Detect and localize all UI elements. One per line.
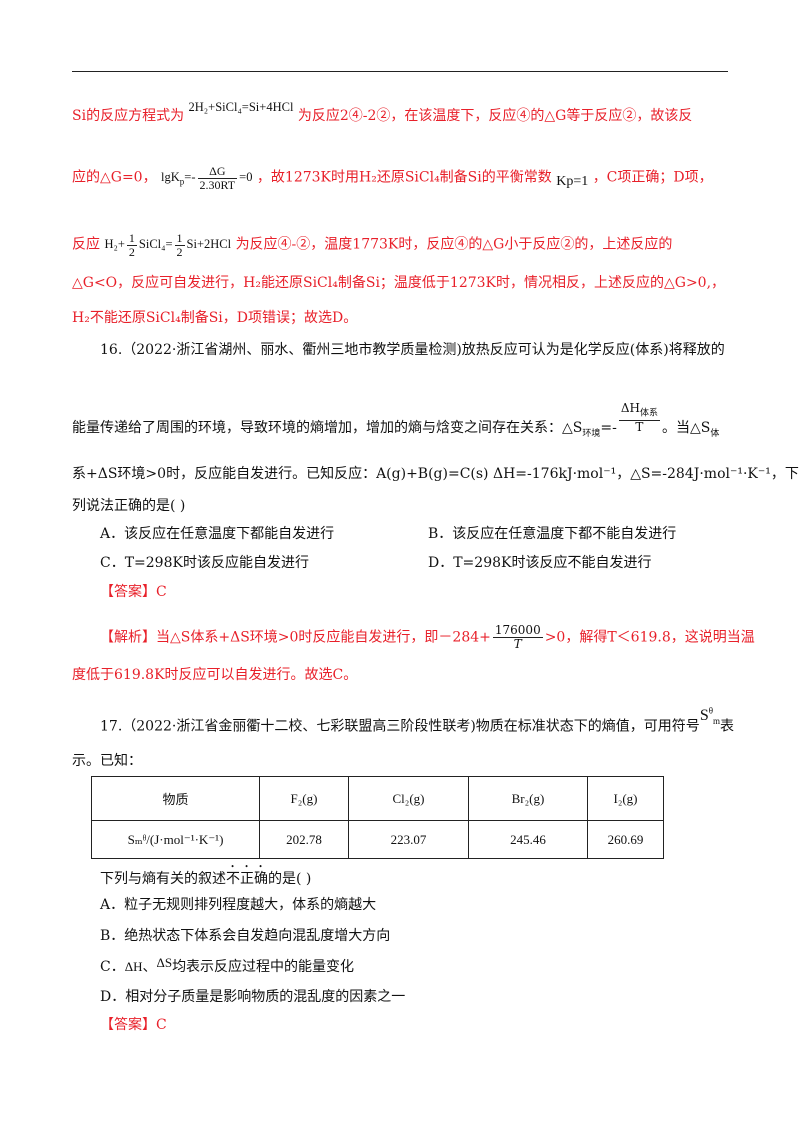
text: ，C项正确；D项， (592, 169, 713, 186)
q17-option-b: B．绝热状态下体系会自发趋向混乱度增大方向 (100, 928, 391, 944)
q16-option-b: B．该反应在任意温度下都不能自发进行 (428, 526, 677, 542)
q16-stem-line-4: 列说法正确的是( ) (72, 498, 186, 514)
table-header-cell: Br₂(g) (468, 776, 588, 821)
table-row: Sₘᶿ/(J·mol⁻¹·K⁻¹) 202.78 223.07 245.46 2… (91, 820, 664, 859)
q16-option-d: D．T=298K时该反应不能自发进行 (428, 555, 652, 571)
text: 应的△G=0， (72, 169, 157, 186)
q16-option-a: A．该反应在任意温度下都能自发进行 (100, 526, 335, 542)
table-cell: 245.46 (468, 820, 588, 859)
table-header-cell: F₂(g) (259, 776, 349, 821)
q17-stem-line-3: 下列与熵有关的叙述不正确的是( ) (100, 871, 312, 887)
table-cell: 202.78 (259, 820, 349, 859)
table-row-label: Sₘᶿ/(J·mol⁻¹·K⁻¹) (91, 820, 260, 859)
solution-line-1: Si的反应方程式为 2H₂+SiCl₄=Si+4HCl 为反应2④-2②，在该温… (72, 100, 693, 126)
kp-value: Kp=1 (556, 174, 589, 190)
q17-option-d: D．相对分子质量是影响物质的混乱度的因素之一 (100, 989, 406, 1005)
q16-stem-line-3: 系+ΔS环境>0时，反应能自发进行。已知反应：A(g)+B(g)=C(s) ΔH… (72, 466, 799, 482)
text: Si的反应方程式为 (72, 108, 185, 124)
text: 反应 (72, 236, 100, 253)
text: 为反应2④-2②，在该温度下，反应④的△G等于反应②，故该反 (297, 108, 693, 124)
table-cell: 223.07 (348, 820, 469, 859)
solution-line-4: △G<O，反应可自发进行，H₂能还原SiCl₄制备Si；温度低于1273K时，情… (72, 275, 726, 291)
text: ，故1273K时用H₂还原SiCl₄制备Si的平衡常数 (256, 169, 552, 186)
q17-answer: 【答案】C (100, 1017, 167, 1033)
table-header-cell: Cl₂(g) (348, 776, 469, 821)
entropy-symbol: Sθm (699, 706, 721, 727)
q16-analysis-line-2: 度低于619.8K时反应可以自发进行。故选C。 (72, 667, 358, 683)
solution-line-5: H₂不能还原SiCl₄制备Si，D项错误；故选D。 (72, 310, 358, 326)
q16-stem-line-2: 能量传递给了周围的环境，导致环境的熵增加，增加的熵与焓变之间存在关系：△S环境=… (72, 401, 720, 440)
text: 为反应④-②，温度1773K时，反应④的△G小于反应②的，上述反应的 (235, 236, 673, 253)
table-cell: 260.69 (587, 820, 664, 859)
equation: 2H₂+SiCl₄=Si+4HCl (188, 100, 294, 114)
q16-stem-line-1: 16.（2022·浙江省湖州、丽水、衢州三地市教学质量检测)放热反应可认为是化学… (100, 342, 725, 358)
q17-stem-line-2: 示。已知： (72, 753, 142, 769)
table-header-row: 物质 F₂(g) Cl₂(g) Br₂(g) I₂(g) (91, 776, 664, 821)
entropy-table: 物质 F₂(g) Cl₂(g) Br₂(g) I₂(g) Sₘᶿ/(J·mol⁻… (91, 776, 664, 859)
table-header-cell: I₂(g) (587, 776, 664, 821)
q16-answer: 【答案】C (100, 584, 167, 600)
header-rule (72, 71, 728, 72)
table-header-cell: 物质 (91, 776, 260, 821)
q16-option-c: C．T=298K时该反应能自发进行 (100, 555, 309, 571)
q17-stem-line-1: 17.（2022·浙江省金丽衢十二校、七彩联盟高三阶段性联考)物质在标准状态下的… (100, 706, 735, 735)
q17-option-c: C．ΔH、ΔS均表示反应过程中的能量变化 (100, 955, 355, 975)
q17-option-a: A．粒子无规则排列程度越大，体系的熵越大 (100, 897, 377, 913)
